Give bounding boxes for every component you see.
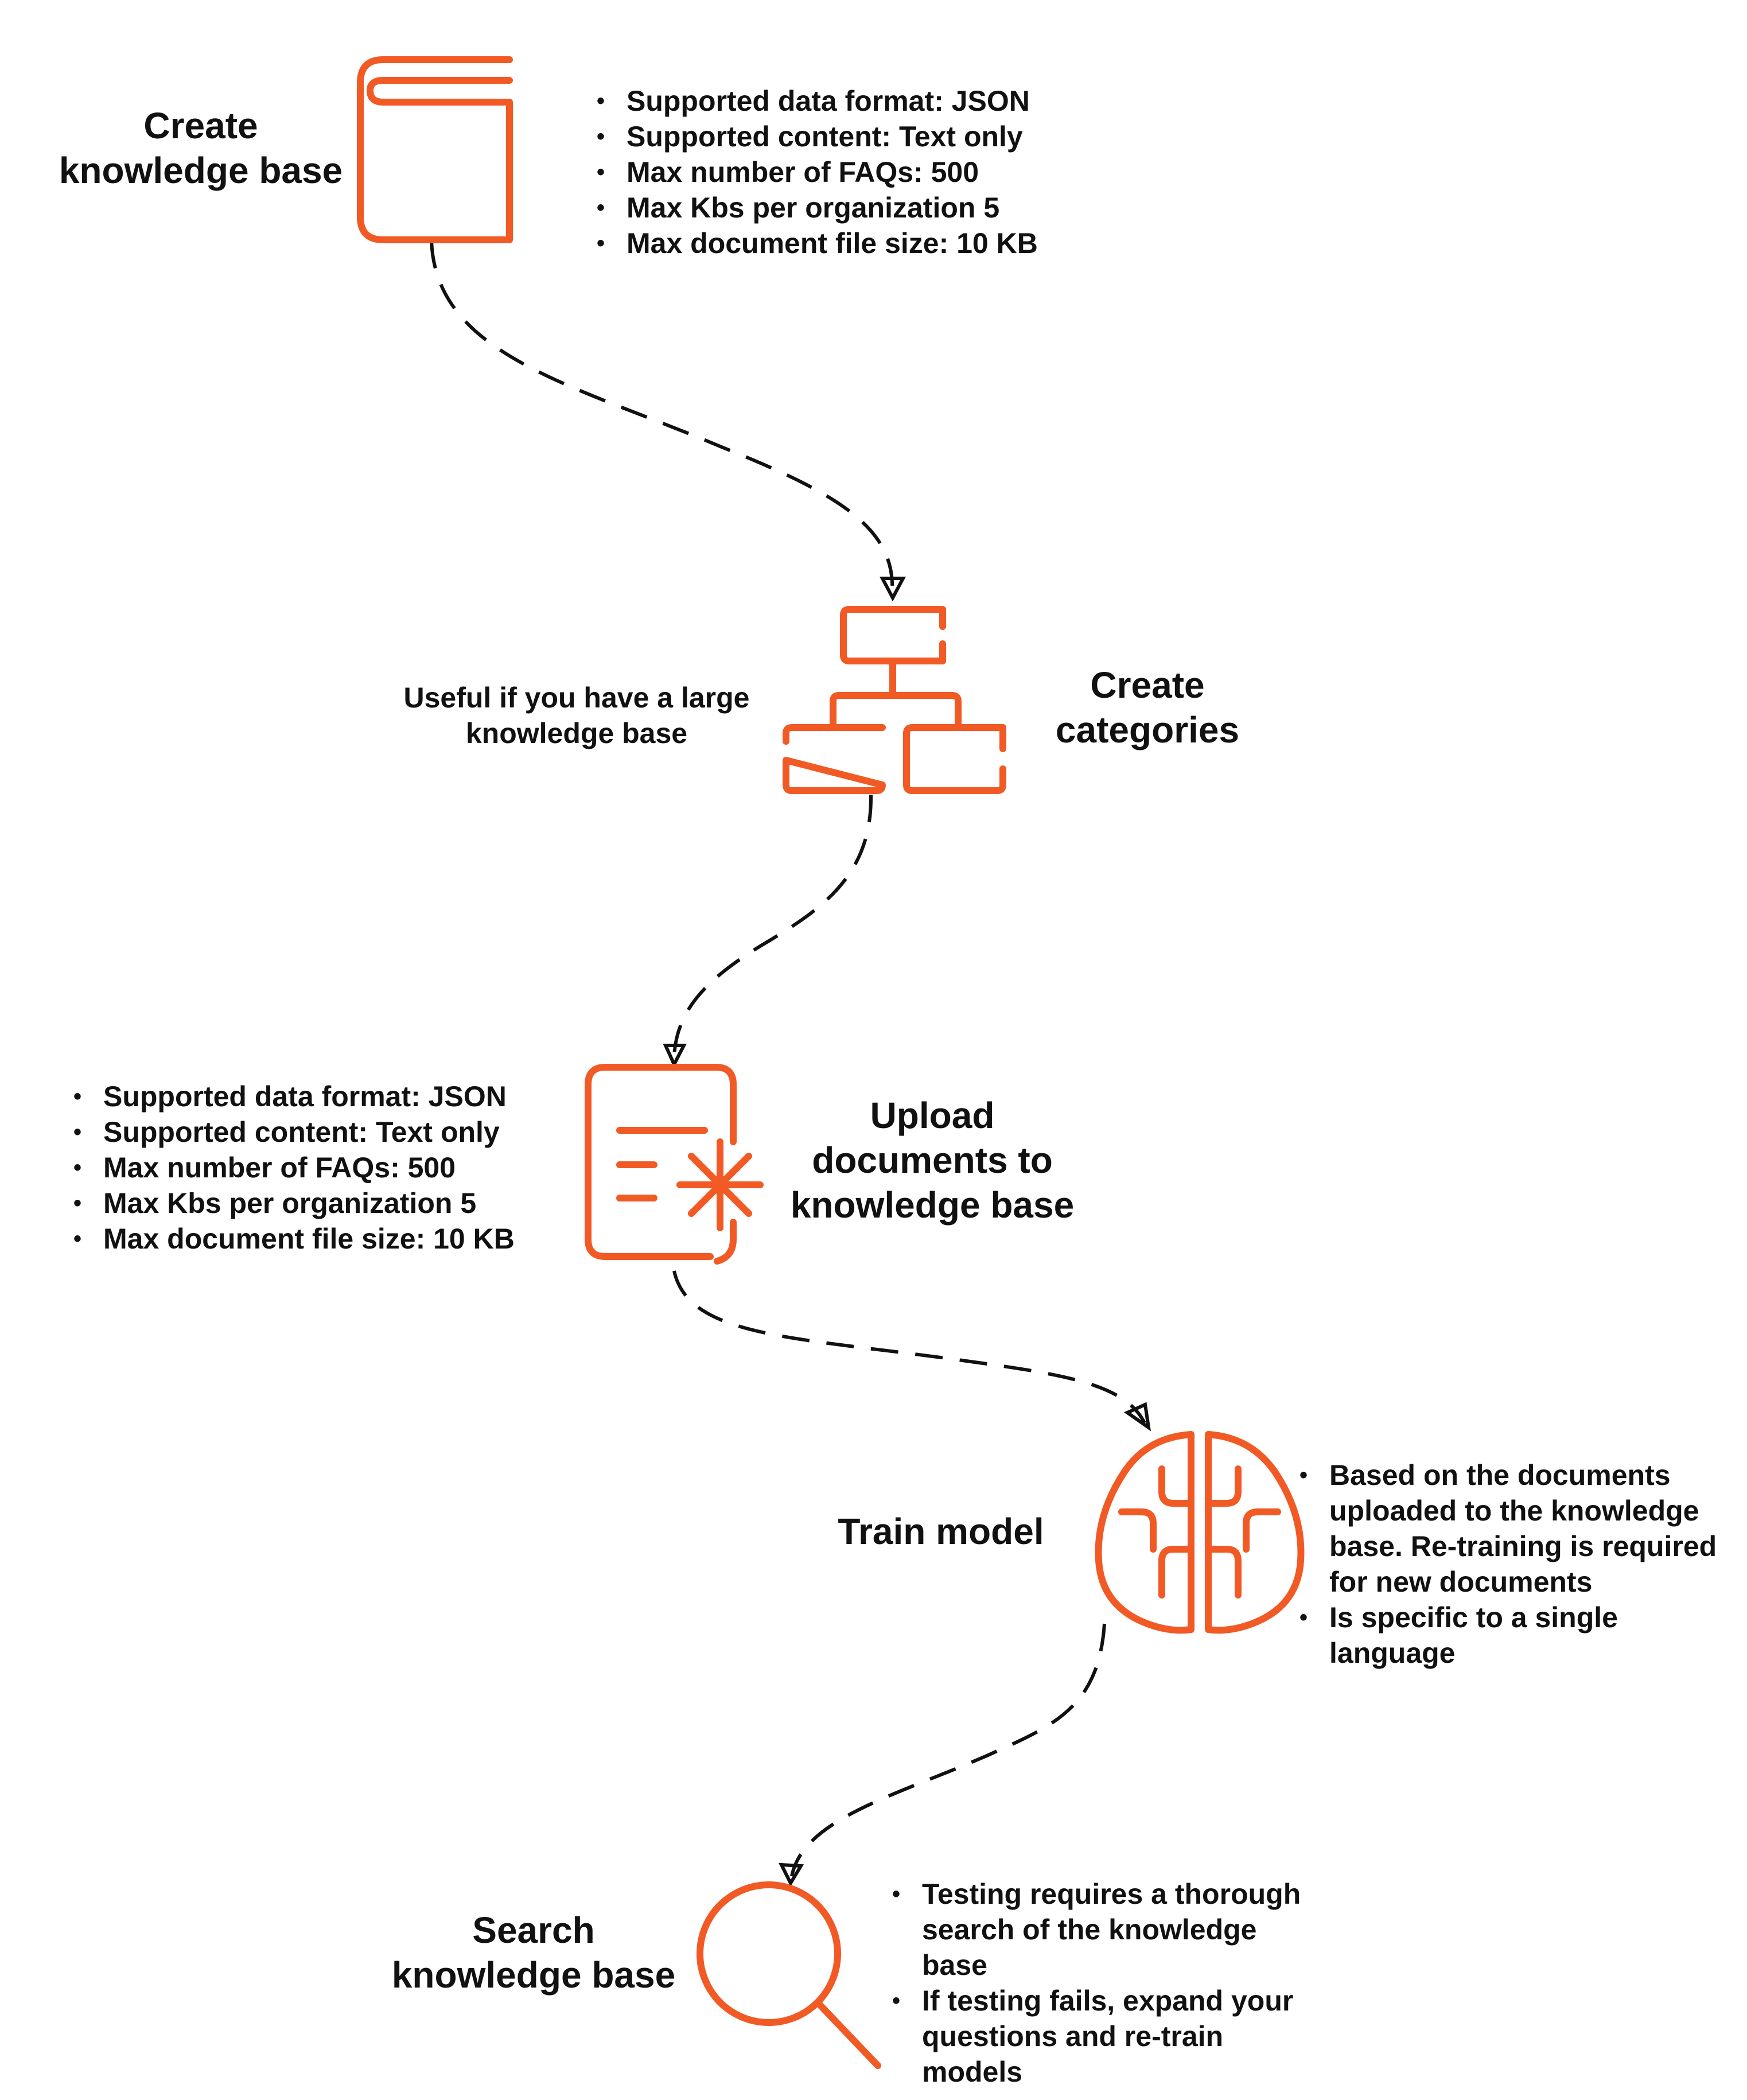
bullet-list-search-kb: Testing requires a thorough search of th… <box>892 1876 1328 2090</box>
step-title-create-categories: Create categories <box>1033 663 1262 752</box>
bullet-item: Max document file size: 10 KB <box>73 1221 590 1257</box>
note-line: knowledge base <box>465 717 688 749</box>
note-create-categories: Useful if you have a large knowledge bas… <box>379 680 775 751</box>
bullet-item: Supported content: Text only <box>73 1114 590 1150</box>
step-title-create-kb: Create knowledge base <box>46 103 356 193</box>
connector-categories-to-upload <box>672 794 873 1056</box>
step-title-search-kb: Search knowledge base <box>379 1908 688 1997</box>
bullet-item: Max document file size: 10 KB <box>597 225 1113 261</box>
step-title-line: Search <box>472 1910 595 1951</box>
hierarchy-icon <box>783 606 1006 794</box>
bullet-item: Testing requires a thorough search of th… <box>892 1876 1328 1983</box>
arrowhead-to-search <box>778 1862 804 1887</box>
arrowhead-to-upload <box>663 1044 687 1068</box>
connector-train-to-search <box>790 1623 1106 1877</box>
brain-icon <box>1095 1431 1305 1634</box>
bullet-item: Max Kbs per organization 5 <box>73 1185 590 1221</box>
bullet-list-train-model: Based on the documents uploaded to the k… <box>1299 1457 1741 1671</box>
bullet-item: Supported data format: JSON <box>597 83 1113 119</box>
bullet-item: Max number of FAQs: 500 <box>73 1150 590 1185</box>
search-icon <box>697 1881 881 2069</box>
book-icon <box>357 56 513 243</box>
step-title-line: documents to <box>812 1140 1053 1181</box>
bullet-item: Based on the documents uploaded to the k… <box>1299 1457 1741 1600</box>
bullet-item: Supported data format: JSON <box>73 1079 590 1114</box>
step-title-line: knowledge base <box>790 1184 1075 1226</box>
connector-kb-to-categories <box>430 240 894 592</box>
arrowhead-to-train <box>1123 1402 1151 1432</box>
step-title-line: Upload <box>870 1095 995 1136</box>
step-title-upload-docs: Upload documents to knowledge base <box>777 1093 1087 1227</box>
step-title-line: categories <box>1055 709 1240 750</box>
bullet-list-create-kb: Supported data format: JSON Supported co… <box>597 83 1113 261</box>
connector-upload-to-train <box>672 1270 1146 1424</box>
step-title-line: Train model <box>838 1511 1044 1552</box>
bullet-item: If testing fails, expand your questions … <box>892 1983 1328 2090</box>
arrowhead-to-categories <box>880 577 906 602</box>
document-icon <box>585 1064 764 1265</box>
step-title-line: Create <box>143 105 258 146</box>
bullet-item: Supported content: Text only <box>597 119 1113 154</box>
step-title-line: knowledge base <box>59 150 343 191</box>
bullet-item: Max number of FAQs: 500 <box>597 154 1113 190</box>
step-title-train-model: Train model <box>809 1509 1073 1554</box>
bullet-list-upload-docs: Supported data format: JSON Supported co… <box>73 1079 590 1257</box>
step-title-line: knowledge base <box>391 1954 676 1996</box>
bullet-item: Max Kbs per organization 5 <box>597 190 1113 225</box>
bullet-item: Is specific to a single language <box>1299 1600 1741 1671</box>
note-line: Useful if you have a large <box>403 682 750 714</box>
step-title-line: Create <box>1090 664 1205 706</box>
